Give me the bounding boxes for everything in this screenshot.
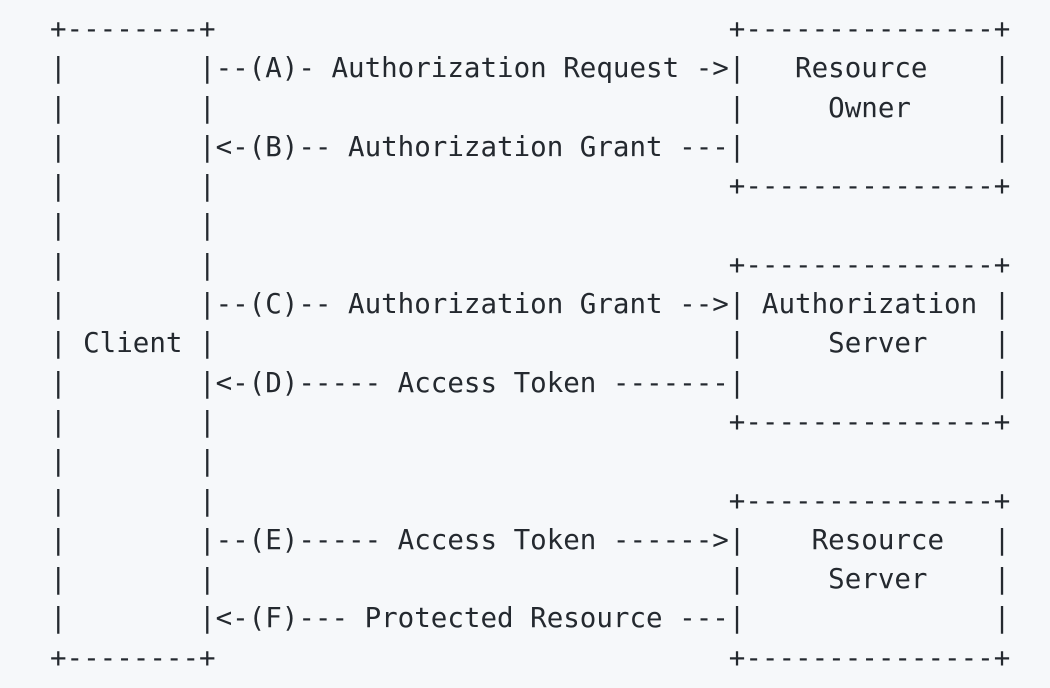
diagram-line-resource-owner-label: | | | Owner | [50, 91, 1011, 124]
diagram-line-access-token-return: | |<-(D)----- Access Token -------| | [50, 366, 1011, 399]
diagram-line-protected-resource-return: | |<-(F)--- Protected Resource ---| | [50, 602, 1011, 635]
diagram-line-bottom-borders: +--------+ +---------------+ [50, 641, 1011, 674]
diagram-line-authorization-server-bottom-border: | | +---------------+ [50, 405, 1011, 438]
diagram-line-resource-owner-bottom-border: | | +---------------+ [50, 170, 1011, 203]
diagram-line-resource-server-label: | | | Server | [50, 563, 1011, 596]
diagram-line-access-token-send: | |--(E)----- Access Token ------>| Reso… [50, 523, 1011, 556]
diagram-line-spacer-2: | | [50, 445, 216, 478]
diagram-line-authorization-request: | |--(A)- Authorization Request ->| Reso… [50, 52, 1011, 85]
diagram-line-resource-server-top-border: | | +---------------+ [50, 484, 1011, 517]
oauth-flow-ascii-diagram: +--------+ +---------------+ | |--(A)- Au… [50, 10, 1010, 678]
diagram-line-authorization-server-top-border: | | +---------------+ [50, 248, 1011, 281]
diagram-line-spacer-1: | | [50, 209, 216, 242]
diagram-line-authorization-grant-return: | |<-(B)-- Authorization Grant ---| | [50, 130, 1011, 163]
diagram-line-client-top-border: +--------+ +---------------+ [50, 13, 1011, 45]
diagram-line-client-label: | Client | | Server | [50, 327, 1011, 360]
diagram-line-authorization-grant-send: | |--(C)-- Authorization Grant -->| Auth… [50, 288, 1011, 321]
